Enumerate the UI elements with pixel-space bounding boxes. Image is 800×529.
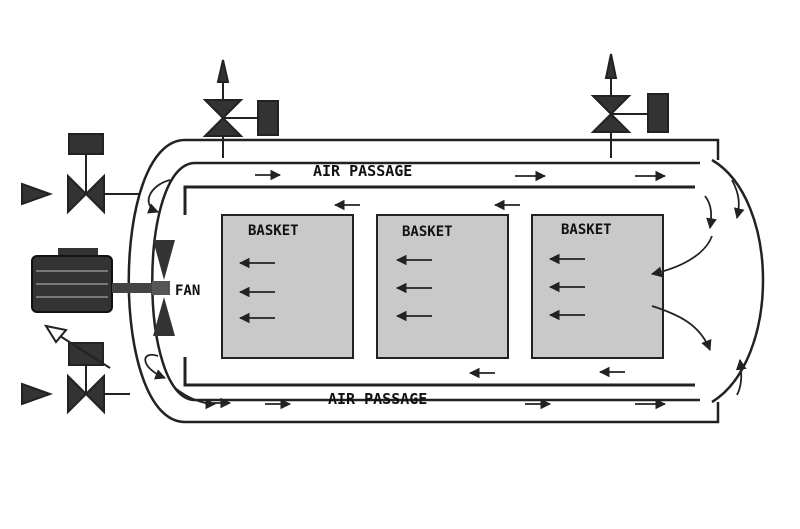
top-baffle	[183, 185, 695, 215]
pressure-indicator-icon	[43, 324, 68, 344]
upper-inlet-valve-assembly	[21, 133, 140, 215]
square-actuator-icon	[257, 100, 279, 136]
air-passage-bottom-label: AIR PASSAGE	[328, 390, 427, 408]
triangle-flow-icon	[604, 53, 618, 79]
flow-arrow	[651, 305, 712, 352]
basket-1	[221, 214, 354, 359]
exhaust-valve-2-assembly	[590, 53, 669, 158]
square-actuator-icon	[68, 133, 104, 155]
labels: AIR PASSAGE AIR PASSAGE BASKET BASKET BA…	[175, 162, 612, 408]
inner-baffles	[183, 185, 695, 387]
square-actuator-icon	[68, 342, 104, 366]
electric-motor-icon	[31, 248, 154, 313]
triangle-flow-icon	[216, 59, 230, 83]
flow-arrow	[731, 179, 745, 220]
basket-1-label: BASKET	[248, 223, 299, 239]
flow-arrow	[174, 387, 217, 410]
basket-2-label: BASKET	[402, 224, 453, 240]
triangle-flow-icon	[21, 382, 53, 406]
exhaust-valve-1-assembly	[202, 59, 279, 158]
flow-arrow	[650, 235, 713, 278]
square-actuator-icon	[647, 93, 669, 133]
fan-label: FAN	[175, 283, 200, 299]
fan-motor-assembly	[31, 240, 175, 336]
flow-arrow	[146, 179, 171, 214]
flow-arrow	[704, 195, 717, 230]
fan-blade-icon	[152, 240, 175, 336]
bottom-baffle	[183, 357, 695, 387]
baskets	[221, 214, 664, 359]
airflow-arrows	[144, 169, 747, 410]
flow-arrow	[735, 358, 747, 396]
basket-3-label: BASKET	[561, 222, 612, 238]
lower-inlet-valve-assembly	[21, 324, 130, 415]
air-passage-top-label: AIR PASSAGE	[313, 162, 412, 180]
flow-arrow	[144, 353, 167, 380]
triangle-flow-icon	[21, 182, 53, 206]
